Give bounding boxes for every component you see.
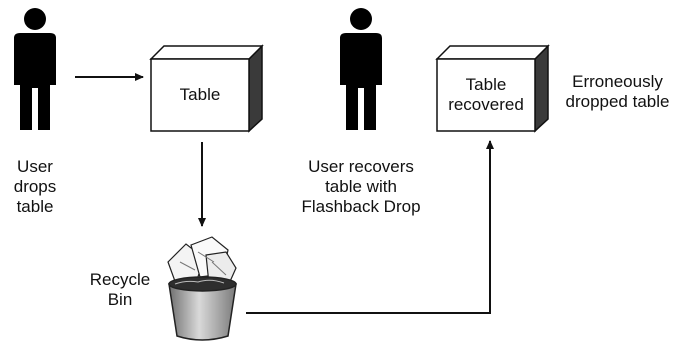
recovered-box-face [436,58,536,132]
user-recovers-line3: Flashback Drop [301,197,421,216]
note-line2: dropped table [565,92,670,111]
user-drops-line1: User [17,157,53,176]
recycle-bin-line1: Recycle [89,270,151,289]
user-left-icon [14,8,56,130]
user-drops-line3: table [16,197,54,216]
recovered-label-line2: recovered [448,95,524,114]
recycle-bin-label: Recycle Bin [85,270,155,310]
table-box-side [248,44,263,133]
recycle-bin-icon [167,236,237,341]
table-label: Table [179,85,221,104]
user-drops-line2: drops [13,177,57,196]
table-box-top [149,45,264,60]
note-line1: Erroneously [572,72,663,91]
user-recovers-caption: User recovers table with Flashback Drop [296,157,426,217]
recycle-bin-line2: Bin [107,290,133,309]
recovered-table-box [435,44,550,133]
recovered-box-top [435,45,550,60]
table-box-face [150,58,250,132]
recovered-box-side [534,44,549,133]
arrow-bin-to-recovered [246,140,494,314]
table-box [149,44,264,133]
recovered-table-label: Table recovered [437,75,535,115]
user-recovers-line1: User recovers [308,157,414,176]
user-recovers-line2: table with [325,177,397,196]
user-right-icon [340,8,382,130]
user-drops-caption: User drops table [0,157,70,217]
erroneously-dropped-note: Erroneously dropped table [560,72,675,112]
recovered-label-line1: Table [465,75,507,94]
